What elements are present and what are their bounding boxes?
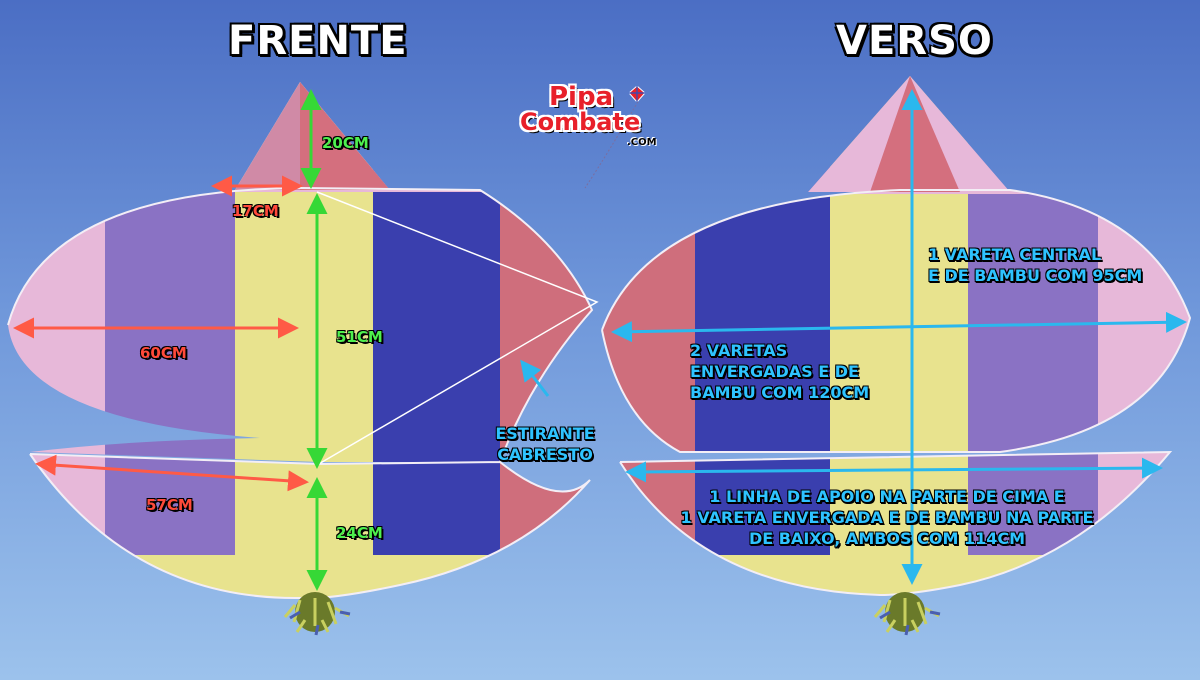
label-bent-spars: 2 VARETAS ENVERGADAS E DE BAMBU COM 120C… [690,340,869,403]
label-bent-spars-line3: BAMBU COM 120CM [690,383,870,402]
label-bent-spars-line2: ENVERGADAS E DE [690,362,859,381]
measure-support-line [625,457,1163,483]
measure-bent-spars [611,311,1187,343]
label-lower-width: 57CM [146,496,193,514]
logo-line2: Combate [520,108,641,136]
front-title: FRENTE [228,18,408,64]
label-support-line2: 1 VARETA ENVERGADA E DE BAMBU NA PARTE [680,508,1094,527]
logo-kite-string [584,97,641,189]
label-top-height: 20CM [322,134,369,152]
label-left-width: 60CM [140,344,187,362]
back-tassel [873,592,941,636]
logo-line1: Pipa [549,82,614,112]
back-kite [601,76,1192,636]
label-bent-spars-line1: 2 VARETAS [690,341,788,360]
label-bridle-line1: ESTIRANTE [495,424,595,443]
label-central-spar: 1 VARETA CENTRAL E DE BAMBU COM 95CM [928,244,1142,286]
label-central-spar-line2: E DE BAMBU COM 95CM [928,266,1143,285]
label-central-spar-line1: 1 VARETA CENTRAL [928,245,1102,264]
bridle-line [316,191,599,466]
logo-domain: .COM [627,137,657,148]
label-bridle: ESTIRANTE CABRESTO [486,423,604,465]
bridle-pointer-arrow [520,359,550,397]
back-title: VERSO [836,18,993,64]
label-top-width: 17CM [232,202,279,220]
front-tassel [283,592,351,636]
label-support-line3: DE BAIXO, AMBOS COM 114CM [748,529,1026,548]
label-bottom-height: 24CM [336,524,383,542]
front-kite [7,82,599,636]
pipa-combate-logo: Pipa Combate .COM [515,82,665,152]
label-middle-height: 51CM [336,328,383,346]
logo-kite-icon [629,86,645,102]
label-support-line1: 1 LINHA DE APOIO NA PARTE DE CIMA E [709,487,1065,506]
label-bridle-line2: CABRESTO [497,445,593,464]
label-support-line: 1 LINHA DE APOIO NA PARTE DE CIMA E 1 VA… [652,486,1122,549]
measure-lower-width [35,454,309,492]
